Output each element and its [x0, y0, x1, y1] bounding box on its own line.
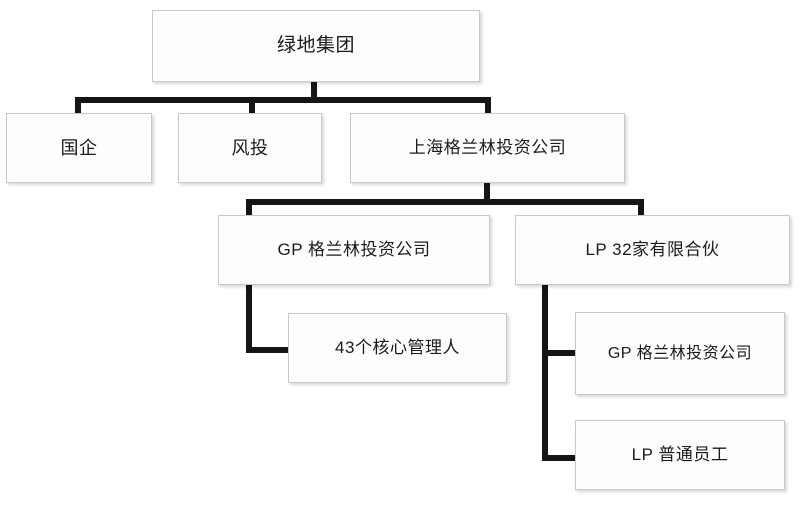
node-gp-glanlin-investment-sub-label: GP 格兰林投资公司: [607, 344, 753, 362]
connector-shanghai-glanlin-to-bus: [484, 183, 490, 203]
node-lp-regular-staff[interactable]: LP 普通员工: [575, 420, 785, 490]
node-shanghai-glanlin-investment-label: 上海格兰林投资公司: [408, 138, 567, 158]
node-43-core-managers[interactable]: 43个核心管理人: [288, 313, 507, 383]
connector-drop-to-gp-glanlin-main: [246, 199, 252, 217]
connector-gp-main-vertical: [246, 285, 252, 353]
node-lp-32-limited-partnerships[interactable]: LP 32家有限合伙: [515, 215, 790, 285]
connector-lp-main-to-lp-regular-staff: [542, 455, 579, 461]
node-lp-32-limited-partnerships-label: LP 32家有限合伙: [585, 240, 720, 260]
node-gp-glanlin-investment-sub[interactable]: GP 格兰林投资公司: [575, 312, 785, 395]
connector-row2-bus: [75, 97, 491, 103]
node-lp-regular-staff-label: LP 普通员工: [631, 445, 729, 465]
node-43-core-managers-label: 43个核心管理人: [335, 338, 460, 358]
node-greenland-group[interactable]: 绿地集团: [152, 10, 480, 82]
node-state-owned-enterprise[interactable]: 国企: [6, 113, 152, 183]
node-gp-glanlin-investment-main-label: GP 格兰林投资公司: [277, 240, 431, 260]
connector-gp-main-to-core-managers: [246, 347, 292, 353]
node-state-owned-enterprise-label: 国企: [60, 137, 98, 158]
connector-drop-to-lp-32-partnerships: [638, 199, 644, 217]
connector-lp-main-trunk: [542, 285, 548, 461]
connector-row3-bus: [246, 199, 644, 205]
node-venture-capital[interactable]: 风投: [178, 113, 322, 183]
connector-greenland-to-bus: [311, 82, 317, 102]
connector-drop-to-soe: [75, 97, 81, 115]
connector-drop-to-vc: [249, 97, 255, 115]
node-greenland-group-label: 绿地集团: [276, 35, 355, 57]
node-shanghai-glanlin-investment[interactable]: 上海格兰林投资公司: [350, 113, 625, 183]
node-venture-capital-label: 风投: [231, 137, 269, 158]
connector-drop-to-shanghai-glanlin: [485, 97, 491, 115]
connector-lp-main-to-gp-glanlin-sub: [542, 350, 579, 356]
node-gp-glanlin-investment-main[interactable]: GP 格兰林投资公司: [218, 215, 490, 285]
